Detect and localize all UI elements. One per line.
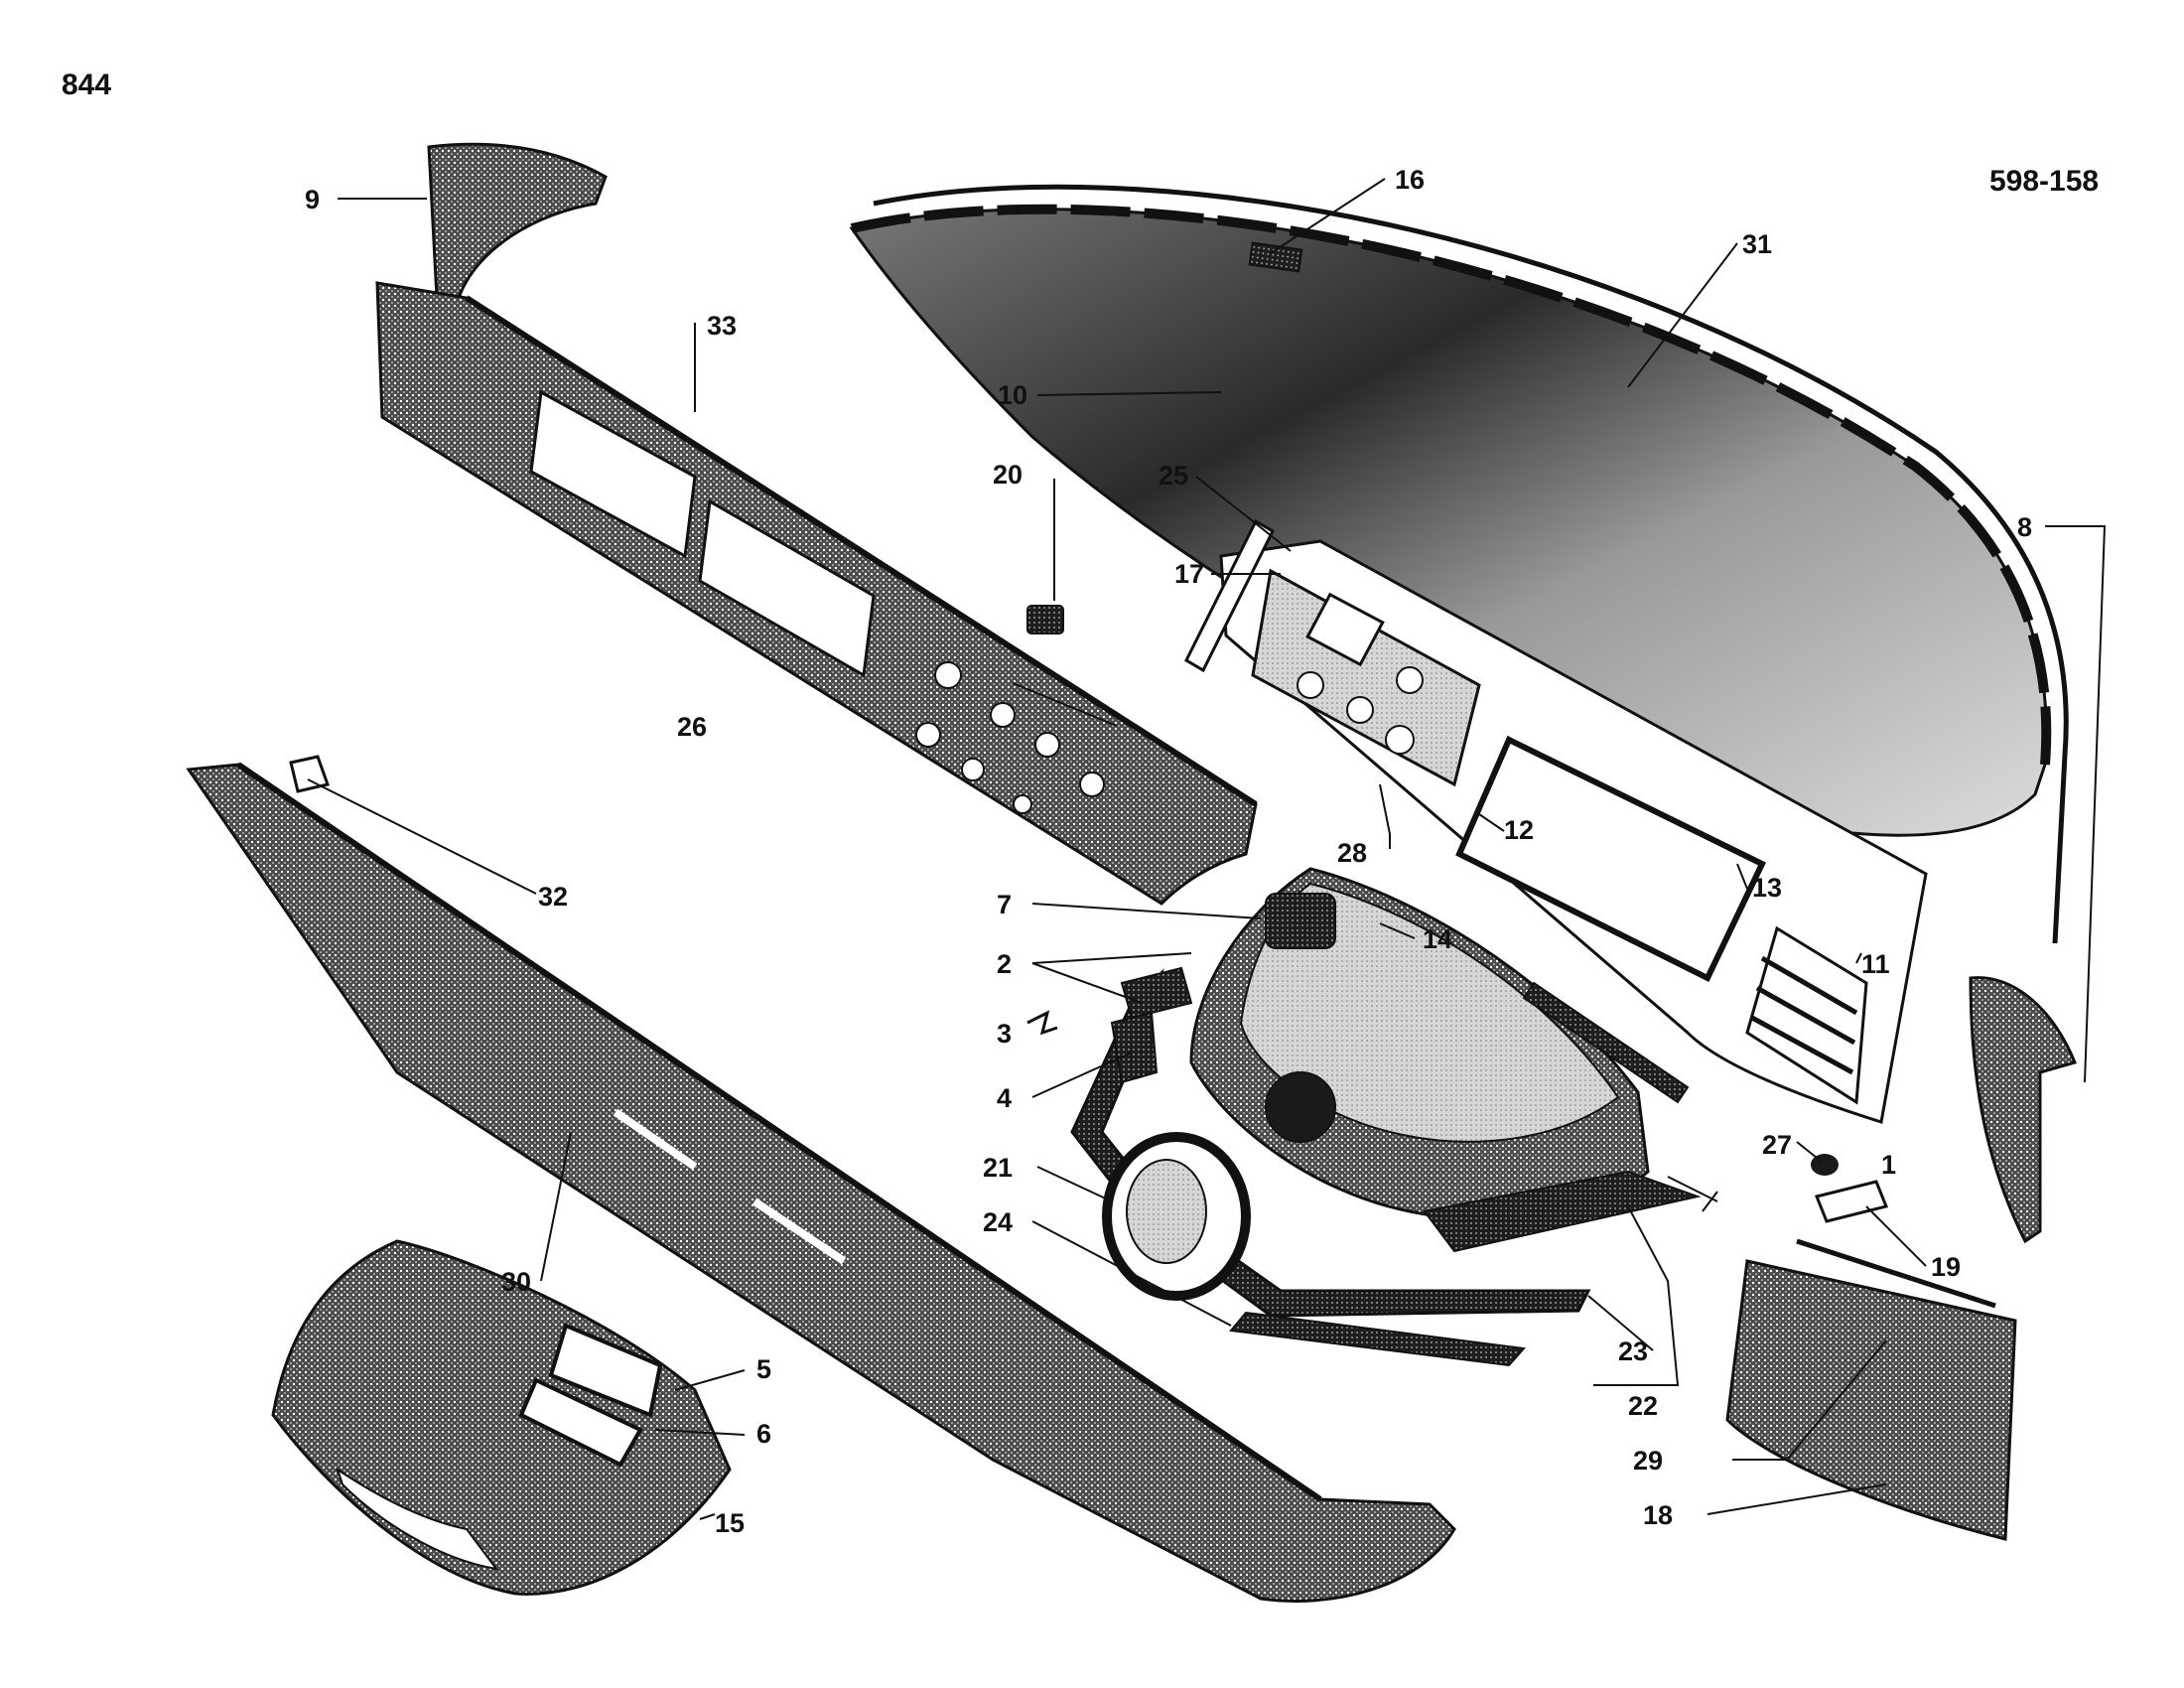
- callout-1: 1: [1881, 1150, 1896, 1180]
- bracket-32: [289, 755, 330, 793]
- callout-21: 21: [983, 1153, 1013, 1183]
- callout-4: 4: [997, 1083, 1012, 1113]
- bar-27: [1522, 981, 1690, 1104]
- callout-20: 20: [993, 460, 1023, 490]
- callout-7: 7: [997, 890, 1012, 919]
- under-tray: [1423, 1170, 1702, 1253]
- dash-top-pad: [849, 184, 2069, 944]
- callout-8: 8: [2017, 512, 2032, 542]
- callout-23: 23: [1618, 1336, 1648, 1366]
- bracket-17: [1184, 518, 1275, 673]
- column-bracket: [1070, 968, 1591, 1318]
- callout-27: 27: [1762, 1130, 1792, 1160]
- figure-code: 598-158: [1989, 165, 2099, 198]
- callout-3: 3: [997, 1019, 1012, 1049]
- bracket-19: [1814, 1180, 1889, 1223]
- instrument-panel: [375, 281, 1258, 906]
- callout-2: 2: [997, 949, 1012, 979]
- callout-29: 29: [1633, 1446, 1663, 1476]
- lower-glove-box: [271, 1239, 732, 1596]
- door-lock-pad: [1265, 893, 1336, 949]
- callout-16: 16: [1395, 165, 1425, 195]
- callout-6: 6: [756, 1419, 771, 1449]
- callout-10: 10: [998, 380, 1027, 410]
- callout-31: 31: [1742, 229, 1772, 259]
- lock-assembly: [518, 1323, 663, 1468]
- callout-26: 26: [677, 712, 707, 742]
- callout-30: 30: [501, 1267, 531, 1297]
- lower-right-panel: [1725, 1238, 2017, 1541]
- bracket-2: [1120, 966, 1193, 1020]
- callout-labels: 844 598-158 9 16 31 33 10 20 25 17 8 26 …: [62, 69, 2099, 1538]
- callout-13: 13: [1752, 873, 1782, 903]
- switch-plate: [1026, 605, 1064, 634]
- clip-3: [1026, 1010, 1058, 1036]
- pad-clip: [1248, 241, 1303, 273]
- callout-32: 32: [538, 882, 568, 912]
- lower-rail: [186, 762, 1456, 1603]
- callout-22: 22: [1628, 1391, 1658, 1421]
- callout-19: 19: [1931, 1252, 1961, 1282]
- callout-9: 9: [305, 185, 320, 214]
- callout-17: 17: [1174, 559, 1204, 589]
- right-end-cap: [1969, 976, 2078, 1244]
- callout-12: 12: [1504, 815, 1534, 845]
- left-end-cap: [427, 142, 608, 300]
- callout-5: 5: [756, 1354, 771, 1384]
- callout-33: 33: [707, 311, 737, 341]
- callout-28: 28: [1337, 838, 1367, 868]
- trim-strip-23: [1229, 1311, 1526, 1367]
- callout-25: 25: [1159, 461, 1188, 491]
- leader-lines: [307, 178, 2107, 1520]
- callout-24: 24: [983, 1207, 1013, 1237]
- callout-11: 11: [1861, 949, 1890, 979]
- glove-box-door: [1189, 867, 1650, 1223]
- callout-15: 15: [715, 1508, 745, 1538]
- callout-18: 18: [1643, 1500, 1673, 1530]
- callout-14: 14: [1423, 924, 1452, 954]
- page-number: 844: [62, 69, 111, 101]
- instrument-frame: [1219, 539, 1928, 1124]
- bracket-4: [1110, 1011, 1159, 1084]
